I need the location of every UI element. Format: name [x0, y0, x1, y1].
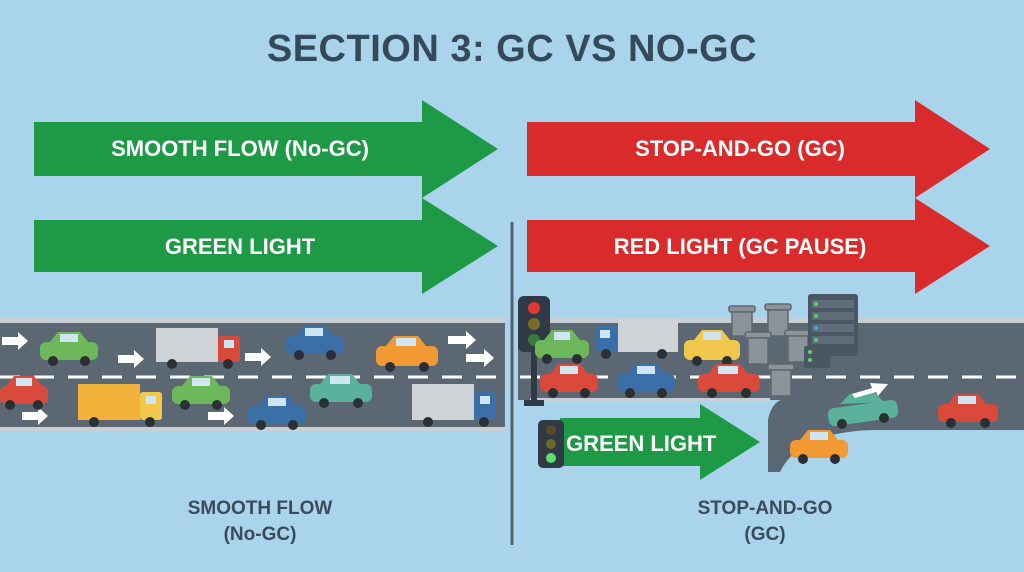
stop-and-go-arrow: [527, 100, 990, 198]
trash-can-pile: [728, 303, 812, 397]
caption-line: STOP-AND-GO: [697, 498, 833, 519]
car-blue-2: [248, 396, 306, 430]
car-red: [0, 376, 48, 410]
green-light-small-label: GREEN LIGHT: [566, 431, 717, 456]
traffic-light-green-icon: [538, 420, 564, 468]
car-teal: [310, 374, 372, 408]
car-orange-2: [790, 430, 848, 464]
trash-can-icon: [728, 305, 756, 337]
car-red-3: [698, 364, 760, 398]
car-green-3: [535, 330, 589, 364]
stop-and-go-arrow-label: STOP-AND-GO (GC): [635, 136, 845, 161]
car-teal-2: [827, 392, 899, 429]
red-light-arrow: [527, 198, 990, 294]
smooth-flow-caption: SMOOTH FLOW (No-GC): [150, 496, 370, 548]
merge-arrow-icon: [852, 383, 888, 398]
red-light-arrow-label: RED LIGHT (GC PAUSE): [613, 234, 867, 259]
car-blue: [286, 326, 344, 360]
trash-can-icon: [764, 303, 792, 337]
car-blue-3: [617, 364, 675, 398]
trash-can-icon: [767, 363, 795, 397]
truck-gray: [596, 318, 678, 359]
smooth-flow-arrow: [34, 100, 498, 198]
car-green: [40, 332, 98, 366]
caption-line: SMOOTH FLOW: [187, 498, 333, 519]
trash-can-icon: [744, 331, 772, 365]
caption-line: (GC): [744, 524, 786, 545]
truck-red: [156, 328, 240, 369]
car-red-4: [938, 394, 998, 428]
green-light-arrow-label: GREEN LIGHT: [164, 234, 316, 259]
caption-line: (No-GC): [223, 524, 297, 545]
left-lane-arrows: [2, 331, 494, 425]
page-title: SECTION 3: GC VS NO-GC: [266, 28, 758, 70]
car-red-2: [540, 364, 598, 398]
car-green-2: [172, 376, 230, 410]
truck-yellow: [78, 384, 162, 427]
car-yellow: [684, 330, 740, 366]
stop-and-go-caption: STOP-AND-GO (GC): [660, 496, 870, 548]
green-light-small-arrow: [560, 404, 760, 480]
right-traffic: [535, 318, 998, 464]
server-rack-icon: [804, 294, 858, 368]
truck-blue: [412, 384, 496, 427]
green-light-arrow: [34, 198, 498, 294]
left-traffic: [0, 326, 496, 430]
smooth-flow-arrow-label: SMOOTH FLOW (No-GC): [111, 136, 369, 161]
car-orange: [376, 336, 438, 372]
